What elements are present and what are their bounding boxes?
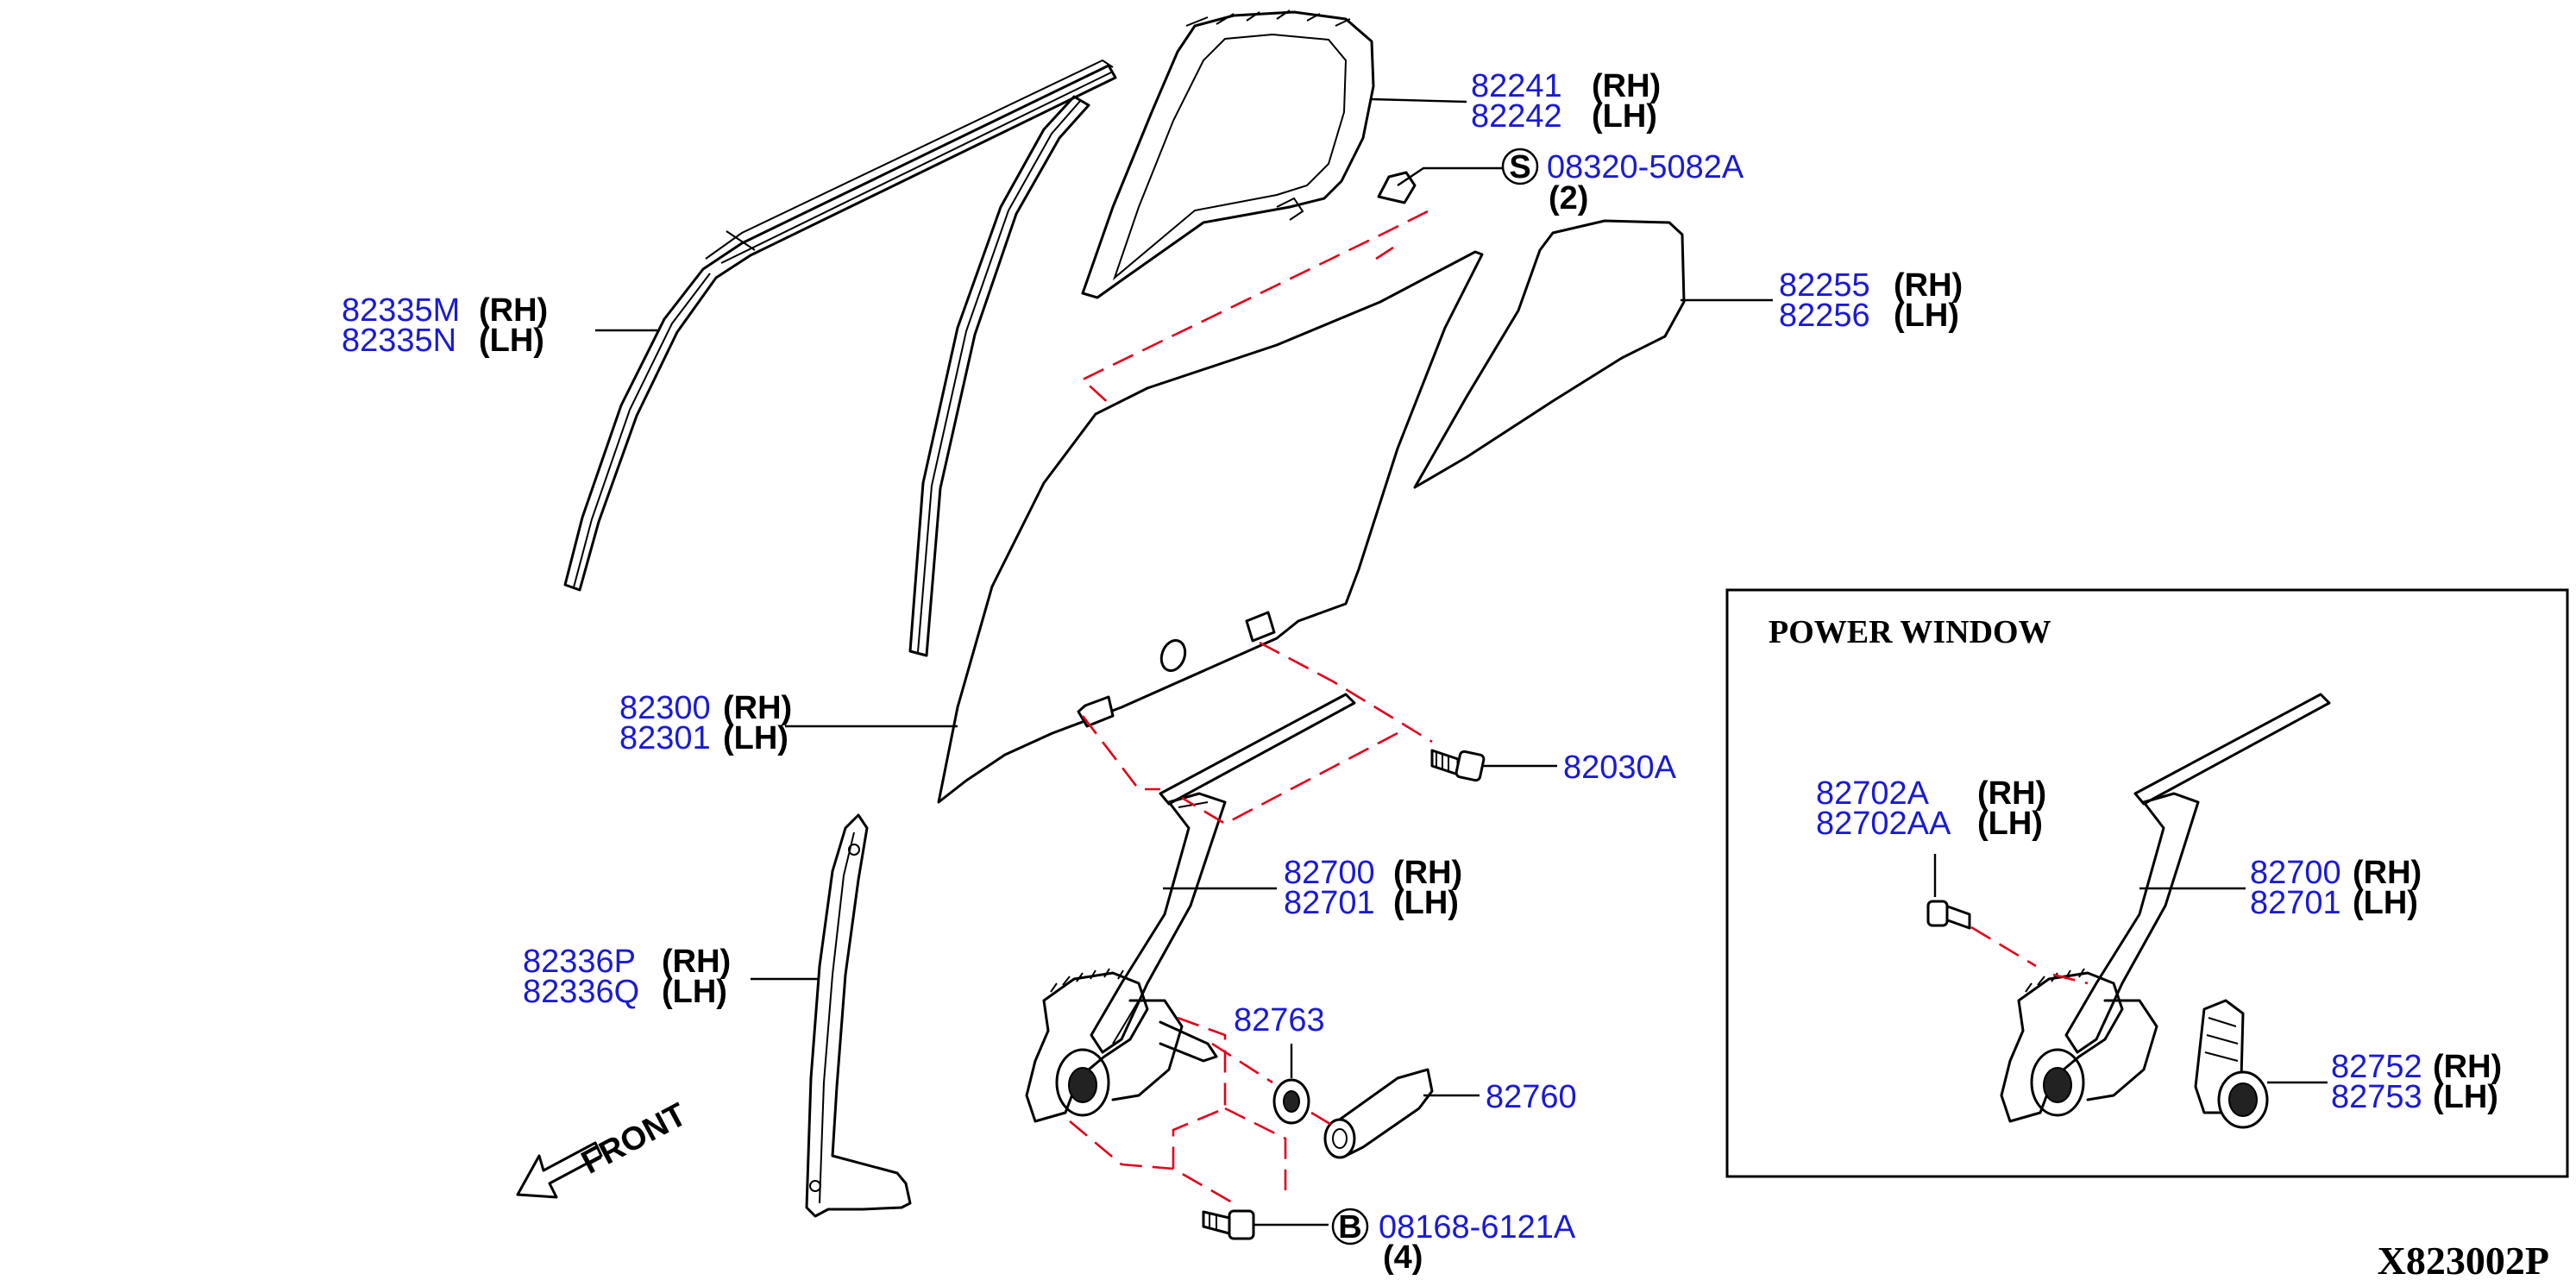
- svg-text:82700: 82700: [1284, 855, 1375, 891]
- leader-lines: [595, 97, 2328, 1227]
- svg-text:(LH): (LH): [723, 720, 789, 756]
- svg-text:(LH): (LH): [2353, 885, 2418, 921]
- window-handle: [1323, 1068, 1434, 1159]
- svg-text:(RH): (RH): [1894, 267, 1963, 304]
- callout-82300: 82300 (RH) 82301 (LH): [619, 690, 792, 756]
- svg-text:82763: 82763: [1234, 1002, 1325, 1038]
- outer-sash-channel: [563, 59, 1117, 592]
- svg-text:08168-6121A: 08168-6121A: [1379, 1209, 1576, 1245]
- washer: [1272, 1078, 1310, 1125]
- callout-82760: 82760: [1486, 1079, 1577, 1115]
- lower-front-channel: [805, 813, 912, 1218]
- bolt-08168: [1202, 1209, 1255, 1240]
- svg-text:82702A: 82702A: [1816, 775, 1930, 812]
- bolt-82030a: [1430, 749, 1486, 782]
- symbol-b-icon: B: [1338, 1209, 1361, 1245]
- callout-82752: 82752 (RH) 82753 (LH): [2331, 1049, 2502, 1115]
- svg-text:82752: 82752: [2331, 1049, 2422, 1085]
- svg-text:82242: 82242: [1471, 98, 1562, 135]
- svg-text:82701: 82701: [1284, 885, 1375, 921]
- svg-text:(LH): (LH): [662, 974, 727, 1010]
- svg-text:(2): (2): [1549, 180, 1588, 216]
- quarter-weatherstrip: [1081, 9, 1375, 299]
- callout-08320: S 08320-5082A (2): [1501, 147, 1744, 216]
- svg-text:82702AA: 82702AA: [1816, 806, 1951, 842]
- svg-text:82256: 82256: [1779, 298, 1870, 334]
- callout-82763: 82763: [1234, 1002, 1325, 1038]
- svg-text:(RH): (RH): [723, 690, 792, 726]
- svg-text:(RH): (RH): [479, 292, 548, 329]
- svg-text:82701: 82701: [2250, 885, 2341, 921]
- svg-text:(RH): (RH): [1592, 68, 1661, 104]
- svg-text:82335N: 82335N: [342, 323, 456, 359]
- svg-text:(RH): (RH): [1393, 855, 1462, 891]
- callout-82255: 82255 (RH) 82256 (LH): [1779, 267, 1963, 334]
- svg-text:82753: 82753: [2331, 1079, 2422, 1115]
- quarter-glass: [1413, 219, 1686, 489]
- door-glass: [937, 250, 1484, 804]
- svg-text:82241: 82241: [1471, 68, 1562, 104]
- svg-text:(LH): (LH): [1894, 298, 1959, 334]
- svg-text:(RH): (RH): [2353, 855, 2422, 891]
- svg-text:(RH): (RH): [662, 944, 731, 980]
- svg-text:(LH): (LH): [479, 323, 544, 359]
- front-arrow-icon: [516, 1141, 603, 1199]
- callout-82700: 82700 (RH) 82701 (LH): [1284, 855, 1462, 921]
- callout-82702: 82702A (RH) 82702AA (LH): [1816, 775, 2046, 842]
- callout-82241: 82241 (RH) 82242 (LH): [1471, 68, 1661, 135]
- svg-text:08320-5082A: 08320-5082A: [1547, 149, 1744, 185]
- svg-text:(RH): (RH): [1977, 775, 2046, 812]
- svg-text:(LH): (LH): [1977, 806, 2043, 842]
- svg-text:(LH): (LH): [1592, 98, 1657, 135]
- front-label: FRONT: [575, 1096, 692, 1182]
- svg-text:82301: 82301: [619, 720, 711, 756]
- svg-text:(RH): (RH): [2433, 1049, 2502, 1085]
- assembly-dashed-lines: [1069, 210, 1433, 1205]
- callout-82335: 82335M (RH) 82335N (LH): [342, 292, 548, 359]
- svg-text:82760: 82760: [1486, 1079, 1577, 1115]
- svg-text:82336P: 82336P: [523, 944, 636, 980]
- callout-82030a: 82030A: [1563, 750, 1677, 786]
- svg-text:82336Q: 82336Q: [523, 974, 639, 1010]
- inset-title: POWER WINDOW: [1769, 614, 2051, 650]
- callout-82336: 82336P (RH) 82336Q (LH): [523, 944, 731, 1010]
- svg-text:82300: 82300: [619, 690, 711, 726]
- svg-text:82255: 82255: [1779, 267, 1870, 304]
- svg-text:(LH): (LH): [2433, 1079, 2498, 1115]
- callout-08168: B 08168-6121A (4): [1331, 1208, 1576, 1276]
- svg-text:82700: 82700: [2250, 855, 2341, 891]
- rear-sash-channel: [908, 95, 1090, 657]
- manual-regulator: [1025, 693, 1356, 1123]
- svg-text:82030A: 82030A: [1563, 750, 1677, 786]
- svg-text:(LH): (LH): [1393, 885, 1459, 921]
- svg-text:(4): (4): [1383, 1239, 1423, 1276]
- diagram-code: X823002P: [2378, 1239, 2549, 1280]
- svg-text:82335M: 82335M: [342, 292, 460, 329]
- callout-82700-power: 82700 (RH) 82701 (LH): [2250, 855, 2422, 921]
- symbol-s-icon: S: [1509, 149, 1530, 185]
- power-window-inset: [1725, 588, 2569, 1178]
